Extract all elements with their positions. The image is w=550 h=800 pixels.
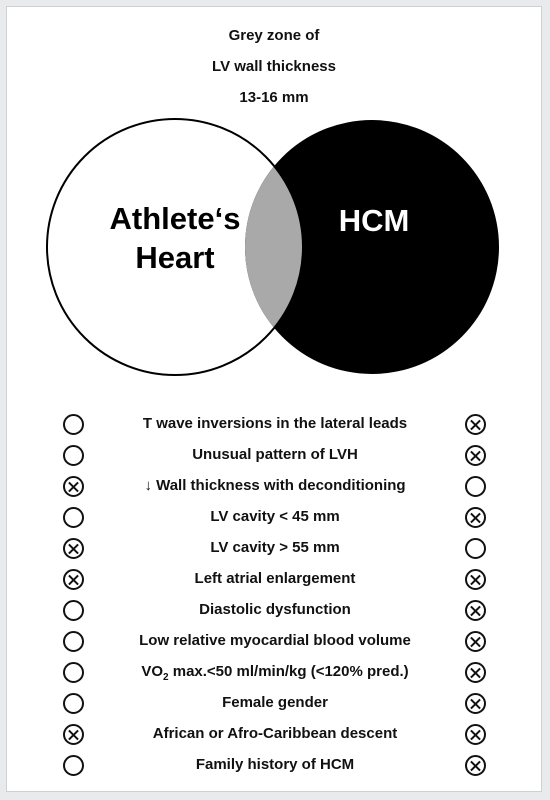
open-circle-icon	[63, 693, 84, 714]
criteria-label: Female gender	[222, 694, 328, 711]
criteria-row: Diastolic dysfunction	[7, 597, 543, 623]
criteria-label: Left atrial enlargement	[194, 570, 356, 587]
open-circle-icon	[63, 445, 84, 466]
criteria-label: VO2 max.<50 ml/min/kg (<120% pred.)	[95, 663, 455, 683]
criteria-row: VO2 max.<50 ml/min/kg (<120% pred.)	[7, 659, 543, 685]
circled-cross-icon	[465, 755, 486, 776]
grey-zone-title-line3: 13-16 mm	[239, 89, 309, 106]
criteria-label: LV cavity > 55 mm	[210, 539, 340, 556]
criteria-row: T wave inversions in the lateral leads	[7, 411, 543, 437]
criteria-label: T wave inversions in the lateral leads	[142, 415, 408, 432]
criteria-label-part: VO	[141, 663, 163, 680]
criteria-label-subscript: 2	[163, 672, 169, 683]
circled-cross-icon	[465, 662, 486, 683]
criteria-row: Unusual pattern of LVH	[7, 442, 543, 468]
open-circle-icon	[63, 507, 84, 528]
criteria-row: African or Afro-Caribbean descent	[7, 721, 543, 747]
criteria-label-part: max.<50 ml/min/kg (<120% pred.)	[168, 663, 409, 680]
criteria-label: Family history of HCM	[195, 756, 355, 773]
circled-cross-icon	[465, 693, 486, 714]
criteria-row: Female gender	[7, 690, 543, 716]
open-circle-icon	[63, 662, 84, 683]
circled-cross-icon	[465, 569, 486, 590]
circled-cross-icon	[63, 724, 84, 745]
criteria-row: Low relative myocardial blood volume	[7, 628, 543, 654]
circled-cross-icon	[63, 476, 84, 497]
circled-cross-icon	[63, 569, 84, 590]
athletes-heart-circle-outline	[46, 118, 304, 376]
open-circle-icon	[63, 600, 84, 621]
criteria-label: African or Afro-Caribbean descent	[152, 725, 398, 742]
criteria-row: ↓ Wall thickness with deconditioning	[7, 473, 543, 499]
open-circle-icon	[465, 538, 486, 559]
criteria-label: Low relative myocardial blood volume	[139, 632, 411, 649]
criteria-label: Diastolic dysfunction	[199, 601, 351, 618]
criteria-label: Unusual pattern of LVH	[192, 446, 358, 463]
open-circle-icon	[63, 631, 84, 652]
circled-cross-icon	[465, 445, 486, 466]
circled-cross-icon	[465, 414, 486, 435]
criteria-label: LV cavity < 45 mm	[210, 508, 340, 525]
grey-zone-title-line2: LV wall thickness	[212, 58, 336, 75]
circled-cross-icon	[465, 724, 486, 745]
open-circle-icon	[63, 755, 84, 776]
criteria-row: Family history of HCM	[7, 752, 543, 778]
figure-panel: Grey zone of LV wall thickness 13-16 mm …	[6, 6, 542, 792]
criteria-row: LV cavity < 45 mm	[7, 504, 543, 530]
circled-cross-icon	[465, 600, 486, 621]
venn-diagram: Athlete‘s Heart HCM	[46, 118, 499, 376]
criteria-row: LV cavity > 55 mm	[7, 535, 543, 561]
hcm-circle	[245, 120, 499, 374]
circled-cross-icon	[63, 538, 84, 559]
athletes-heart-label-line1: Athlete‘s	[110, 201, 241, 236]
circled-cross-icon	[465, 631, 486, 652]
open-circle-icon	[465, 476, 486, 497]
athletes-heart-label-line2: Heart	[135, 240, 214, 275]
open-circle-icon	[63, 414, 84, 435]
hcm-label: HCM	[339, 203, 410, 238]
grey-zone-title-line1: Grey zone of	[228, 27, 320, 44]
criteria-row: Left atrial enlargement	[7, 566, 543, 592]
criteria-label: ↓ Wall thickness with deconditioning	[144, 477, 406, 494]
circled-cross-icon	[465, 507, 486, 528]
